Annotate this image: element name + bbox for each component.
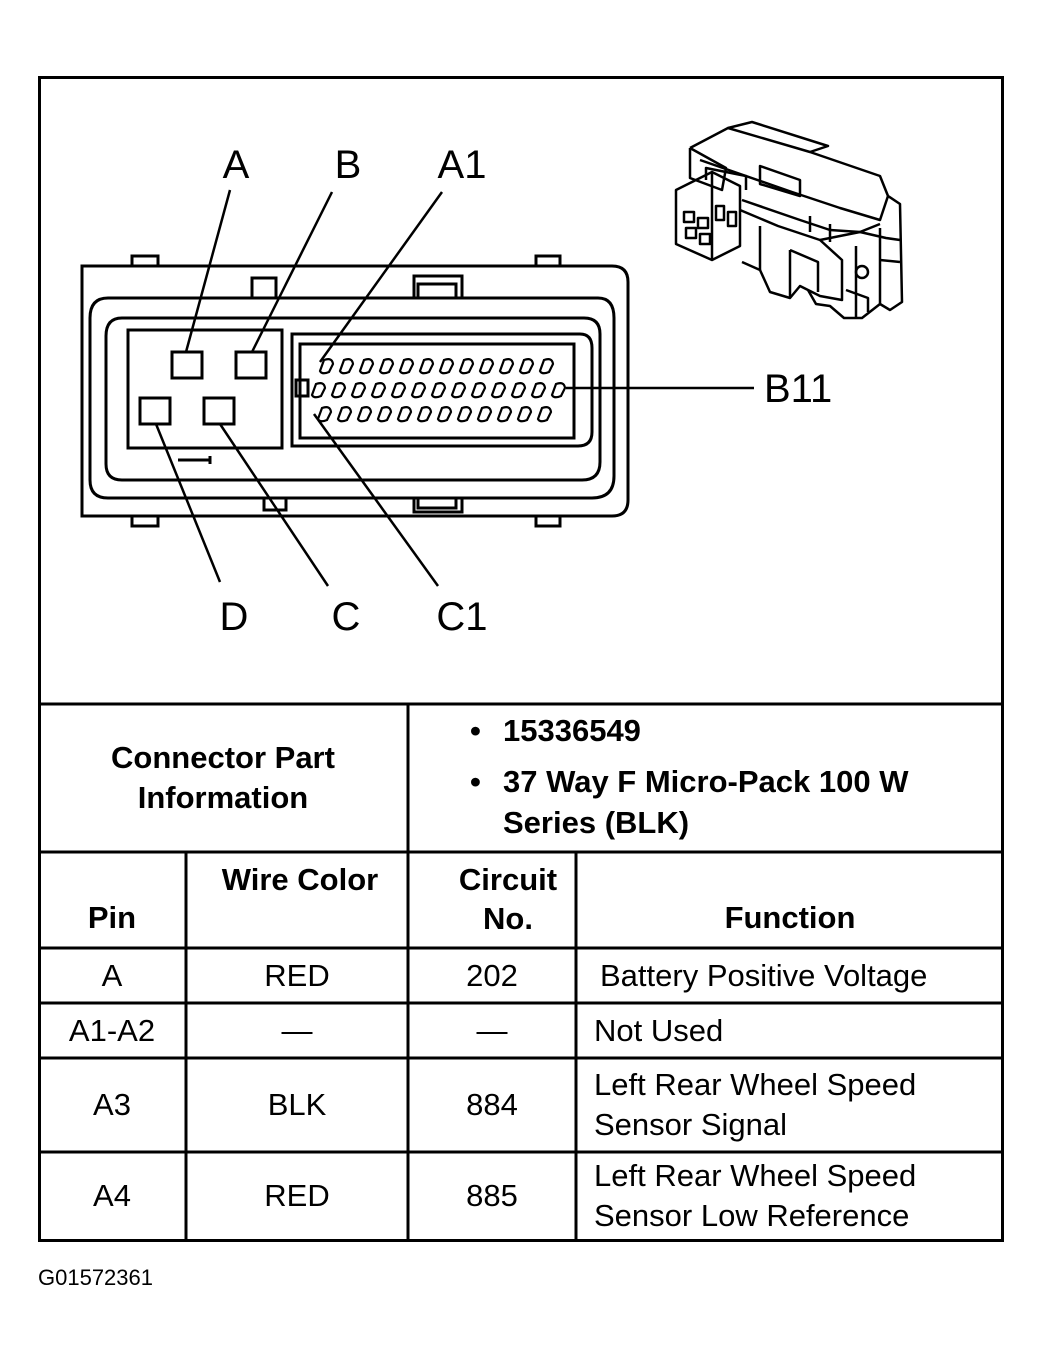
terminal-cavity xyxy=(356,406,373,423)
terminal-cavity xyxy=(358,358,375,375)
label-b: B xyxy=(335,143,362,187)
row-2-circuit-no: — xyxy=(476,1012,508,1048)
terminal-cavity xyxy=(338,358,355,375)
cavity-b xyxy=(234,350,268,380)
row-3-circuit-no: 884 xyxy=(466,1087,518,1122)
label-a1: A1 xyxy=(438,143,487,187)
terminal-cavity xyxy=(490,382,507,399)
terminal-cavity xyxy=(390,382,407,399)
terminal-cavity xyxy=(376,406,393,423)
terminal-cavity xyxy=(430,382,447,399)
connector-part-info-list: 15336549 37 Way F Micro-Pack 100 W Serie… xyxy=(408,704,1004,858)
terminal-cavity xyxy=(550,382,567,399)
row-4-pin: A4 xyxy=(93,1178,131,1213)
large-cavities xyxy=(138,350,268,426)
terminal-cavity xyxy=(418,358,435,375)
row-1-pin: A xyxy=(101,957,123,993)
label-c1: C1 xyxy=(436,595,487,639)
terminal-cavity xyxy=(370,382,387,399)
label-a: A xyxy=(223,143,250,187)
figure-id: G01572361 xyxy=(38,1265,153,1290)
terminal-cavity xyxy=(498,358,515,375)
terminal-cavity xyxy=(436,406,453,423)
row-1-wire-color: RED xyxy=(264,957,330,993)
terminal-cavity xyxy=(318,358,335,375)
terminal-cavity xyxy=(416,406,433,423)
terminal-cavity xyxy=(516,406,533,423)
part-number: 15336549 xyxy=(408,710,1004,751)
terminal-cavity xyxy=(350,382,367,399)
connector-description: 37 Way F Micro-Pack 100 W Series (BLK) xyxy=(408,761,1004,843)
header-function: Function xyxy=(724,900,856,935)
header-circuit-no: Circuit No. xyxy=(458,862,558,936)
connector-face xyxy=(80,254,630,528)
terminal-cavity xyxy=(410,382,427,399)
terminal-cavity xyxy=(530,382,547,399)
terminal-cavity xyxy=(336,406,353,423)
row-2-wire-color: — xyxy=(281,1012,313,1048)
terminal-cavity xyxy=(458,358,475,375)
cavity-d xyxy=(138,396,172,426)
terminal-cavity xyxy=(478,358,495,375)
row-1-circuit-no: 202 xyxy=(466,957,518,993)
terminal-cavity xyxy=(378,358,395,375)
terminal-rows xyxy=(310,358,567,423)
row-3-pin: A3 xyxy=(93,1087,131,1122)
terminal-cavity xyxy=(456,406,473,423)
terminal-cavity xyxy=(438,358,455,375)
row-4-circuit-no: 885 xyxy=(466,1178,518,1213)
terminal-cavity xyxy=(398,358,415,375)
cavity-c xyxy=(202,396,236,426)
cavity-a xyxy=(170,350,204,380)
terminal-cavity xyxy=(476,406,493,423)
terminal-cavity xyxy=(316,406,333,423)
connector-part-info-label: Connector Part Information xyxy=(111,740,335,815)
terminal-cavity xyxy=(470,382,487,399)
terminal-cavity xyxy=(450,382,467,399)
label-c: C xyxy=(332,595,361,639)
diagram-frame xyxy=(38,76,1004,1242)
row-4-function: Left Rear Wheel Speed Sensor Low Referen… xyxy=(594,1158,917,1233)
terminal-cavity xyxy=(536,406,553,423)
label-b11: B11 xyxy=(764,367,832,411)
row-2-function: Not Used xyxy=(594,1012,724,1048)
terminal-cavity xyxy=(510,382,527,399)
row-1-function: Battery Positive Voltage xyxy=(600,957,928,993)
row-4-wire-color: RED xyxy=(264,1178,330,1213)
row-2-pin: A1-A2 xyxy=(68,1012,156,1048)
leader-lines xyxy=(154,189,754,587)
header-pin: Pin xyxy=(87,900,137,935)
row-3-wire-color: BLK xyxy=(267,1087,327,1122)
header-wire-color: Wire Color xyxy=(221,862,379,897)
row-3-function: Left Rear Wheel Speed Sensor Signal xyxy=(594,1067,917,1142)
terminal-cavity xyxy=(310,382,327,399)
terminal-cavity xyxy=(330,382,347,399)
pin-labels: A B A1 B11 D C C1 xyxy=(220,143,833,639)
connector-3d-illustration xyxy=(674,120,904,320)
table-grid xyxy=(38,702,1004,1240)
terminal-cavity xyxy=(496,406,513,423)
terminal-cavity xyxy=(396,406,413,423)
terminal-cavity xyxy=(518,358,535,375)
terminal-cavity xyxy=(538,358,555,375)
label-d: D xyxy=(220,595,249,639)
